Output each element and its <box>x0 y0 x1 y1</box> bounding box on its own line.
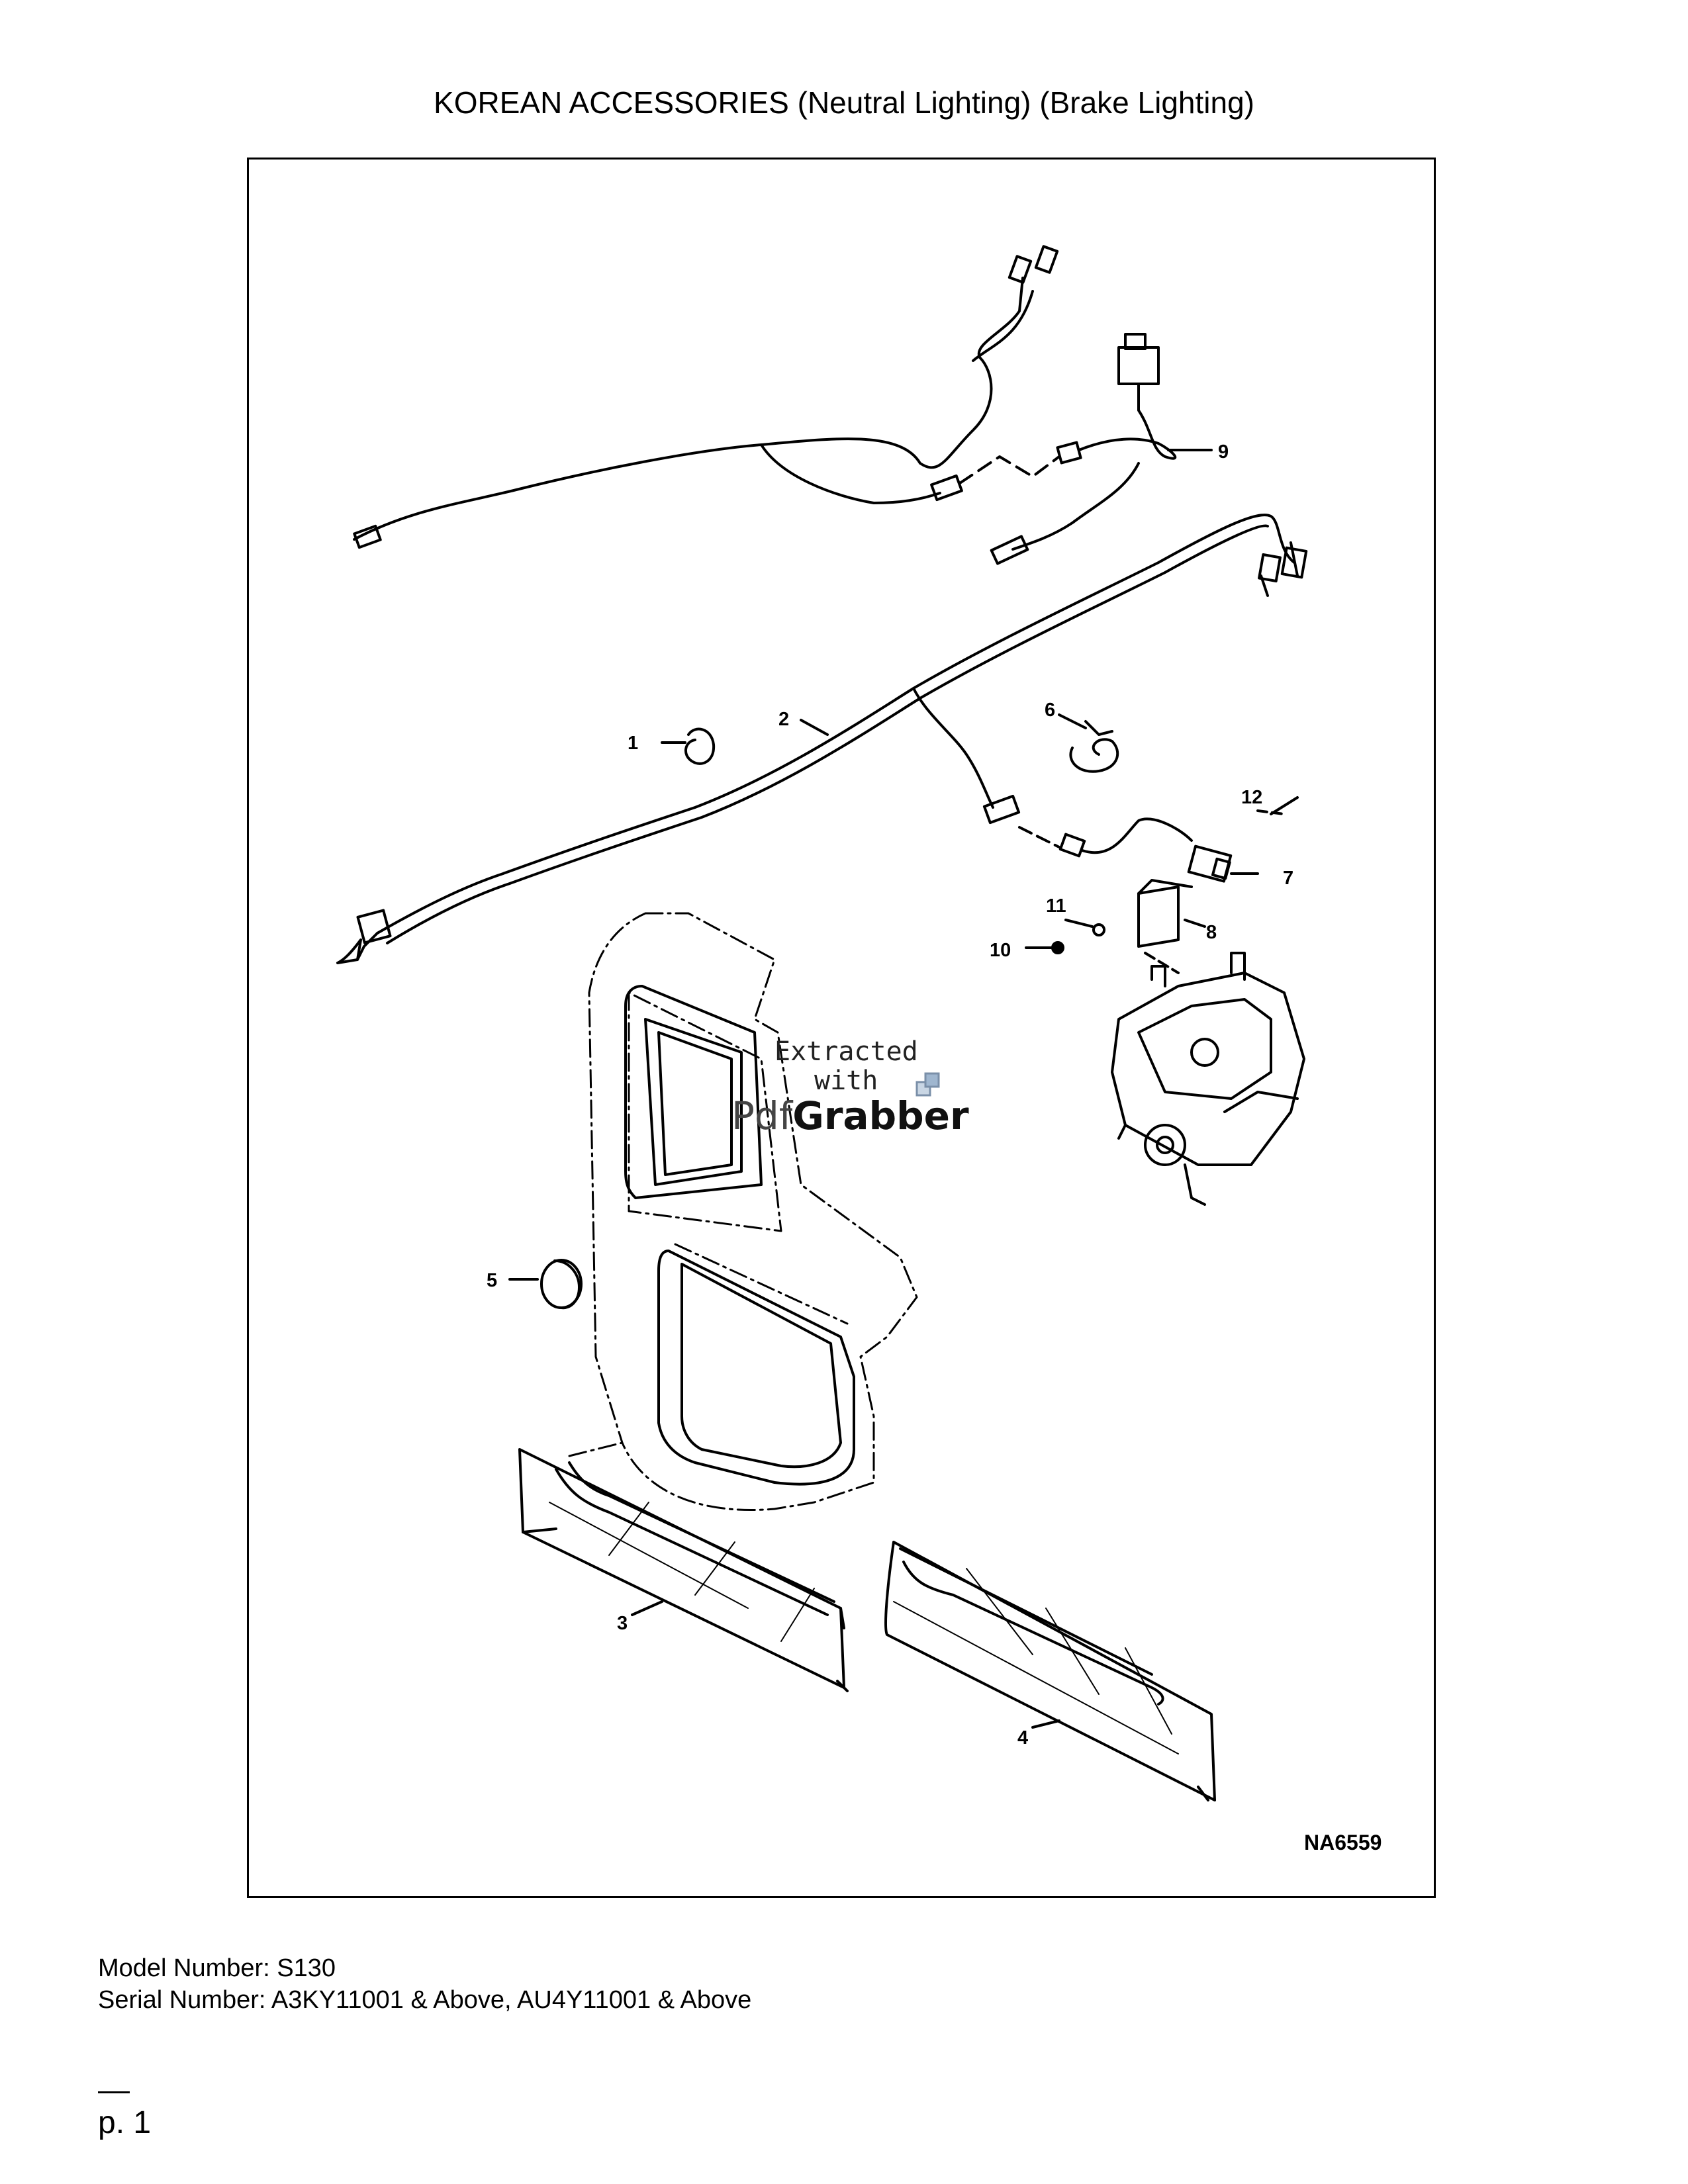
item-6-clip <box>1058 713 1119 773</box>
callout-6: 6 <box>1045 700 1055 721</box>
upper-harness <box>353 245 1213 565</box>
watermark-logo-icon <box>915 1072 940 1097</box>
callout-2-leader <box>800 719 829 736</box>
item-7-switch <box>1187 796 1299 883</box>
brake-mechanism <box>1111 952 1305 1206</box>
watermark-brand-part2: Grabber <box>792 1093 969 1138</box>
watermark-brand: PdfGrabber <box>731 1093 969 1138</box>
page-number-rule <box>98 2091 130 2093</box>
watermark-line-2: with <box>814 1066 878 1096</box>
figure-code: NA6559 <box>1304 1831 1382 1854</box>
page-title: KOREAN ACCESSORIES (Neutral Lighting) (B… <box>434 85 1254 120</box>
watermark-brand-part1: Pdf <box>731 1093 794 1138</box>
main-harness <box>336 514 1308 964</box>
watermark: Extracted with PdfGrabber <box>731 1036 969 1138</box>
item-8-bracket <box>1025 879 1206 974</box>
callout-8: 8 <box>1206 922 1217 943</box>
callout-2: 2 <box>778 709 789 730</box>
diagram-frame <box>247 158 1436 1898</box>
watermark-line-1: Extracted <box>774 1036 918 1067</box>
callout-4: 4 <box>1017 1727 1028 1749</box>
callout-12: 12 <box>1241 787 1262 808</box>
callout-5: 5 <box>487 1270 497 1291</box>
page-number: p. 1 <box>98 2105 152 2140</box>
item-4-decal <box>884 1541 1216 1801</box>
callout-7: 7 <box>1283 868 1293 889</box>
callout-3: 3 <box>617 1613 628 1634</box>
callout-11: 11 <box>1046 895 1066 917</box>
item-1-clip <box>661 727 716 765</box>
callout-10: 10 <box>990 940 1011 961</box>
callout-9: 9 <box>1218 441 1229 463</box>
callout-1: 1 <box>628 733 638 754</box>
serial-number: Serial Number: A3KY11001 & Above, AU4Y11… <box>98 1986 752 2014</box>
item-5-plug <box>508 1259 583 1310</box>
model-number: Model Number: S130 <box>98 1954 336 1982</box>
cab-windows <box>624 985 855 1486</box>
cab-panel-outline <box>568 912 918 1511</box>
item-3-decal <box>518 1448 849 1692</box>
